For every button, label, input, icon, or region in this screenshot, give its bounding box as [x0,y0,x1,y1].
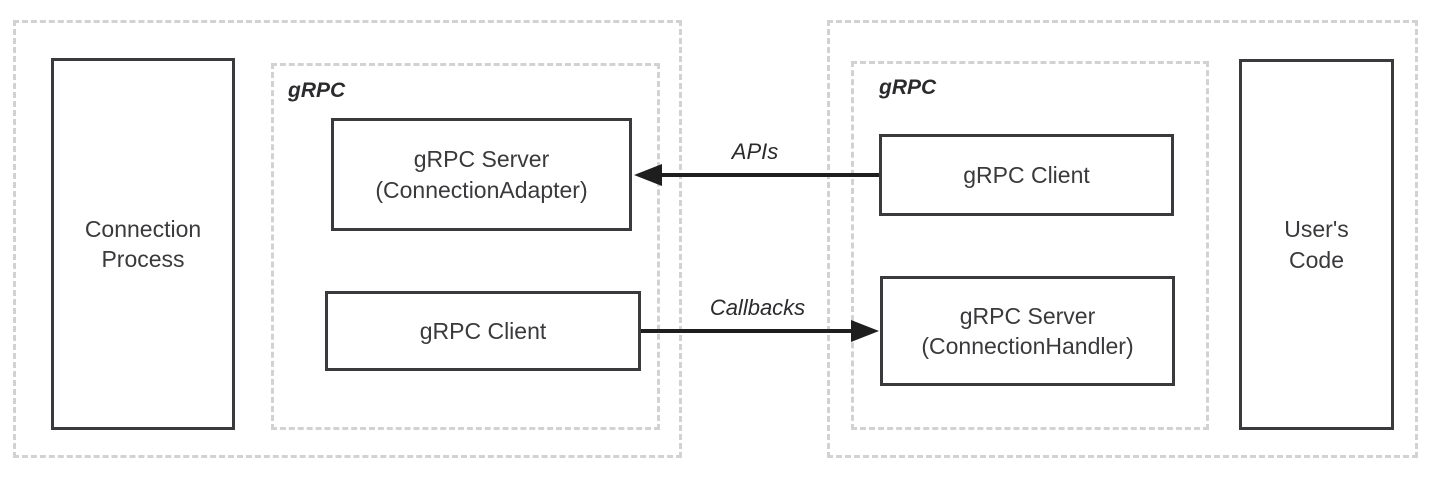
node-grpc-client-right[interactable]: gRPC Client [879,134,1174,216]
node-grpc-client-left-label: gRPC Client [419,317,547,344]
node-grpc-client-left[interactable]: gRPC Client [325,291,641,371]
node-grpc-server-connection-adapter-label: gRPC Server (ConnectionAdapter) [375,146,588,203]
group-connection-process [13,20,682,458]
node-connection-process[interactable]: Connection Process [51,58,235,430]
group-user-code [827,20,1418,458]
node-grpc-server-connection-adapter[interactable]: gRPC Server (ConnectionAdapter) [331,118,632,231]
group-right-grpc [851,61,1209,430]
node-connection-process-label: Connection Process [84,215,202,272]
node-users-code[interactable]: User's Code [1239,59,1394,430]
node-grpc-server-connection-handler-label: gRPC Server (ConnectionHandler) [921,302,1134,359]
edge-label-apis: APIs [731,139,779,164]
group-label-left-grpc: gRPC [288,79,346,102]
group-left-grpc [271,63,660,430]
node-users-code-label: User's Code [1284,216,1349,273]
group-label-right-grpc: gRPC [879,76,937,99]
node-grpc-client-right-label: gRPC Client [963,161,1090,188]
edge-label-callbacks: Callbacks [709,295,806,320]
node-grpc-server-connection-handler[interactable]: gRPC Server (ConnectionHandler) [880,276,1175,386]
